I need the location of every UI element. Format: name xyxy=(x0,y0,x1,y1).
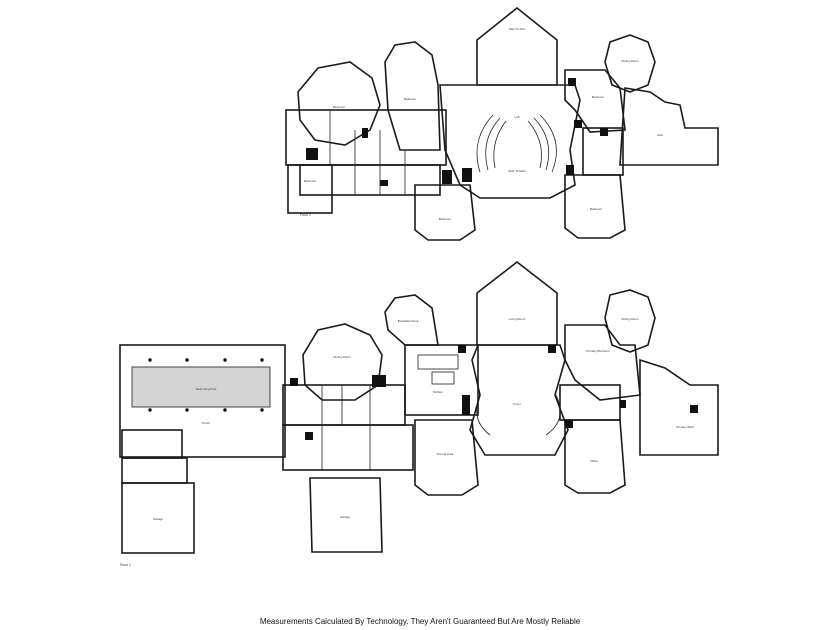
lower-primary-bath xyxy=(639,358,719,456)
svg-text:Bedroom: Bedroom xyxy=(333,105,346,109)
svg-text:Primary Bath: Primary Bath xyxy=(676,425,694,429)
svg-text:Swimming Pool: Swimming Pool xyxy=(196,387,217,391)
lower-closets xyxy=(559,384,621,421)
upper-left-octagon xyxy=(297,61,381,146)
lower-garage-center xyxy=(309,477,383,553)
upper-stair-left xyxy=(476,114,507,173)
lower-left-bay-a xyxy=(384,294,439,346)
svg-text:Sitting Room: Sitting Room xyxy=(621,317,639,321)
upper-left-bath-row xyxy=(299,164,441,196)
svg-text:Bedroom: Bedroom xyxy=(590,207,603,211)
lower-left-rooms xyxy=(282,384,406,426)
svg-text:Office: Office xyxy=(590,459,598,463)
lower-right-octagon xyxy=(604,289,656,353)
svg-text:Dining Room: Dining Room xyxy=(333,355,351,359)
lower-floor-plan: Living Room Foyer Kitchen Breakfast Nook… xyxy=(119,260,719,567)
svg-text:Bedroom: Bedroom xyxy=(304,179,317,183)
lower-floor-tag: Floor 1 xyxy=(120,563,131,567)
lower-pool-bath xyxy=(121,429,183,459)
measurement-disclaimer: Measurements Calculated By Technology. T… xyxy=(259,617,581,626)
upper-grand-tower xyxy=(476,6,558,86)
svg-text:Primary Bedroom: Primary Bedroom xyxy=(586,349,610,353)
lower-storage xyxy=(121,457,188,484)
lower-kitchen xyxy=(404,344,479,416)
lower-great-room xyxy=(469,344,569,456)
svg-text:Garage: Garage xyxy=(340,515,350,519)
lower-primary-bedroom xyxy=(564,324,641,401)
svg-text:Garage: Garage xyxy=(153,517,163,521)
svg-text:Stair To Attic: Stair To Attic xyxy=(509,27,526,31)
svg-text:Living Room: Living Room xyxy=(509,317,526,321)
svg-text:Foyer: Foyer xyxy=(513,402,521,406)
upper-right-room xyxy=(619,87,719,166)
lower-dining-octagon xyxy=(302,323,383,401)
upper-floor-tag: Floor 2 xyxy=(300,213,311,217)
upper-floor-plan: Stair To Attic Loft Bedroom Bedroom Sitt… xyxy=(285,6,719,241)
svg-text:Loft: Loft xyxy=(514,115,519,119)
upper-left-bay xyxy=(384,41,441,151)
svg-text:Porch: Porch xyxy=(202,421,210,425)
svg-text:Stair To Main: Stair To Main xyxy=(508,169,526,173)
lower-left-formal xyxy=(414,419,479,496)
lower-right-office xyxy=(564,419,626,494)
upper-stair-right xyxy=(527,114,557,173)
lower-pool-wing xyxy=(119,344,286,458)
swimming-pool xyxy=(131,366,271,408)
svg-text:Kitchen: Kitchen xyxy=(433,390,443,394)
svg-text:Sitting Room: Sitting Room xyxy=(621,59,639,63)
upper-right-octagon xyxy=(604,34,656,93)
upper-bedroom-left xyxy=(287,164,333,214)
upper-bottom-bedroom xyxy=(414,184,476,241)
upper-central-hall xyxy=(439,84,581,199)
svg-text:Formal Area: Formal Area xyxy=(437,452,454,456)
svg-text:Attic: Attic xyxy=(657,133,663,137)
svg-text:Bedroom: Bedroom xyxy=(404,97,417,101)
lower-garage-left xyxy=(121,482,195,554)
lower-left-rooms-b xyxy=(282,424,414,471)
svg-text:Bedroom: Bedroom xyxy=(592,95,605,99)
pool-columns xyxy=(148,358,264,412)
lower-grand-tower xyxy=(476,260,558,346)
svg-text:Breakfast Nook: Breakfast Nook xyxy=(398,319,419,323)
svg-text:Bedroom: Bedroom xyxy=(439,217,452,221)
